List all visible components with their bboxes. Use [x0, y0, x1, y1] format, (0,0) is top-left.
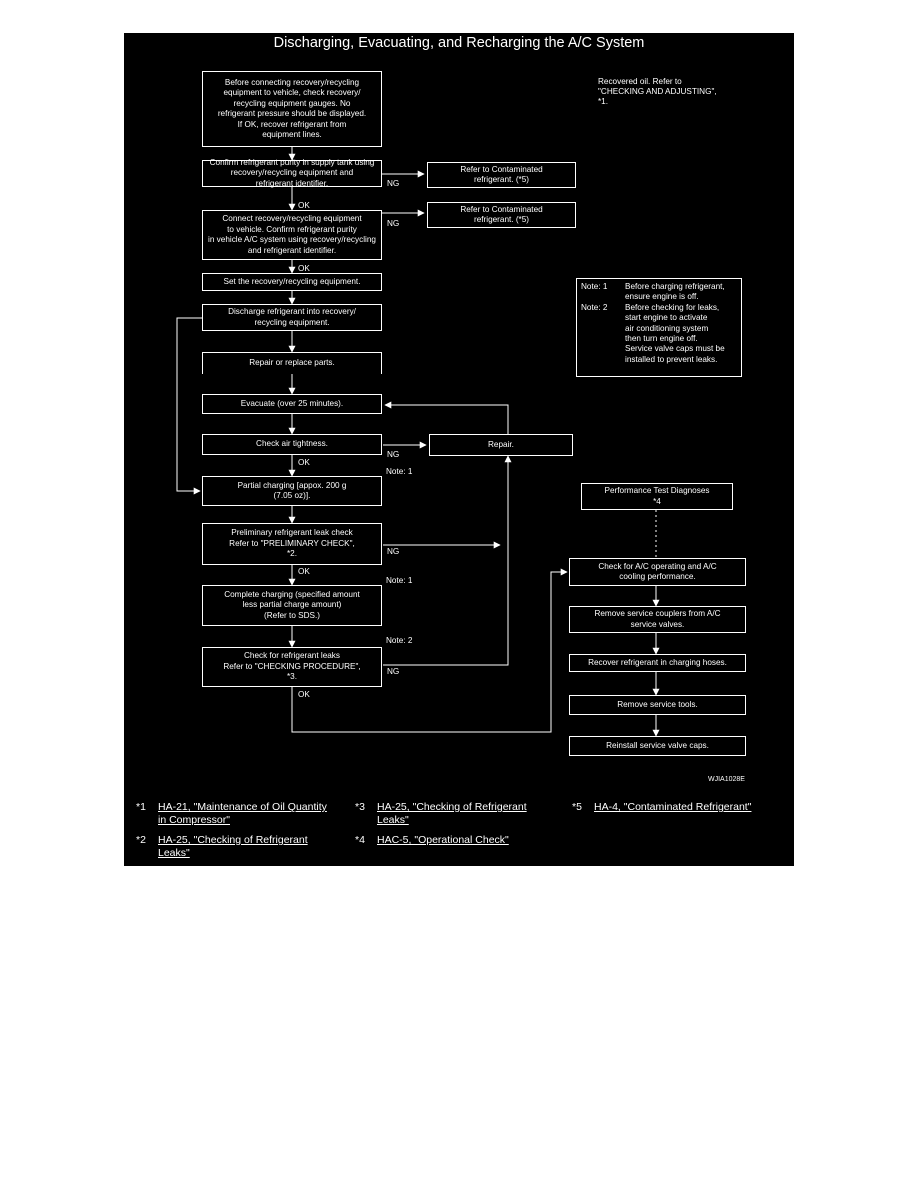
- recover-refrigerant-hoses: Recover refrigerant in charging hoses.: [569, 654, 746, 672]
- step-check-gauges: Before connecting recovery/recycling equ…: [202, 71, 382, 147]
- step-repair-parts: Repair or replace parts.: [202, 352, 382, 374]
- footnote-4-link[interactable]: HAC-5, "Operational Check": [377, 834, 509, 846]
- arrow-b12-repair: [383, 455, 512, 666]
- footnote-5-mark: *5: [572, 801, 582, 813]
- footnote-1: *1 HA-21, "Maintenance of Oil Quantity i…: [136, 801, 356, 829]
- step-check-air-tightness: Check air tightness.: [202, 434, 382, 455]
- step-discharge: Discharge refrigerant into recovery/ rec…: [202, 304, 382, 331]
- note1-label-a: Note: 1: [386, 467, 413, 476]
- ok-label-b3: OK: [298, 264, 310, 273]
- ng-label-b10: NG: [387, 547, 400, 556]
- performance-test-diagnoses: Performance Test Diagnoses *4: [581, 483, 733, 510]
- note1-text: Before charging refrigerant, ensure engi…: [625, 282, 725, 302]
- step-set-equipment: Set the recovery/recycling equipment.: [202, 273, 382, 291]
- note1-label-b: Note: 1: [386, 576, 413, 585]
- arrow-b12-r2: [291, 568, 568, 733]
- check-ac-operation: Check for A/C operating and A/C cooling …: [569, 558, 746, 586]
- step-preliminary-leak-check: Preliminary refrigerant leak check Refer…: [202, 523, 382, 565]
- step-complete-charging: Complete charging (specified amount less…: [202, 585, 382, 626]
- recovered-oil-note: Recovered oil. Refer to "CHECKING AND AD…: [598, 77, 717, 106]
- footnote-3: *3 HA-25, "Checking of Refrigerant Leaks…: [355, 801, 565, 829]
- footnote-2: *2 HA-25, "Checking of Refrigerant Leaks…: [136, 834, 346, 862]
- ng-label-b8: NG: [387, 450, 400, 459]
- footnote-2-mark: *2: [136, 834, 146, 846]
- bypass-b5-b9: [176, 317, 202, 495]
- ng-label-b3: NG: [387, 219, 400, 228]
- ok-label-b8: OK: [298, 458, 310, 467]
- footnote-3-mark: *3: [355, 801, 365, 813]
- note2-text: Before checking for leaks, start engine …: [625, 302, 725, 364]
- footnote-5-link[interactable]: HA-4, "Contaminated Refrigerant": [594, 801, 752, 813]
- note1-key: Note: 1: [581, 282, 608, 291]
- ok-label-b12: OK: [298, 690, 310, 699]
- step-confirm-supply-purity: Confirm refrigerant purity in supply tan…: [202, 158, 382, 188]
- footnote-3-link[interactable]: HA-25, "Checking of Refrigerant Leaks": [377, 801, 527, 826]
- diagram-panel: Discharging, Evacuating, and Recharging …: [124, 33, 794, 866]
- step-repair: Repair.: [429, 434, 573, 456]
- ok-label-b2: OK: [298, 201, 310, 210]
- footnote-1-link[interactable]: HA-21, "Maintenance of Oil Quantity in C…: [158, 801, 327, 826]
- arrow-repair-b7: [384, 401, 509, 434]
- step-connect-equipment: Connect recovery/recycling equipment to …: [202, 210, 382, 260]
- notes-box: Note: 1 Before charging refrigerant, ens…: [576, 278, 742, 377]
- note2-label: Note: 2: [386, 636, 413, 645]
- diagram-title: Discharging, Evacuating, and Recharging …: [273, 35, 645, 51]
- note2-key: Note: 2: [581, 302, 608, 312]
- reinstall-valve-caps: Reinstall service valve caps.: [569, 736, 746, 756]
- contaminated-refrigerant-1: Refer to Contaminated refrigerant. (*5): [427, 162, 576, 188]
- ng-label-b12: NG: [387, 667, 400, 676]
- ok-label-b10: OK: [298, 567, 310, 576]
- footnote-4-mark: *4: [355, 834, 365, 846]
- connector-layer: [176, 147, 660, 737]
- ng-label-b2: NG: [387, 179, 400, 188]
- contaminated-refrigerant-2: Refer to Contaminated refrigerant. (*5): [427, 202, 576, 228]
- footnote-4: *4 HAC-5, "Operational Check": [355, 834, 565, 850]
- footnote-1-mark: *1: [136, 801, 146, 813]
- footnote-2-link[interactable]: HA-25, "Checking of Refrigerant Leaks": [158, 834, 308, 859]
- step-check-leaks: Check for refrigerant leaks Refer to "CH…: [202, 647, 382, 687]
- figure-id: WJIA1028E: [708, 776, 745, 783]
- remove-service-tools: Remove service tools.: [569, 695, 746, 715]
- remove-service-couplers: Remove service couplers from A/C service…: [569, 606, 746, 633]
- step-evacuate: Evacuate (over 25 minutes).: [202, 394, 382, 414]
- footnote-5: *5 HA-4, "Contaminated Refrigerant": [572, 801, 790, 817]
- step-partial-charging: Partial charging [appox. 200 g (7.05 oz)…: [202, 476, 382, 506]
